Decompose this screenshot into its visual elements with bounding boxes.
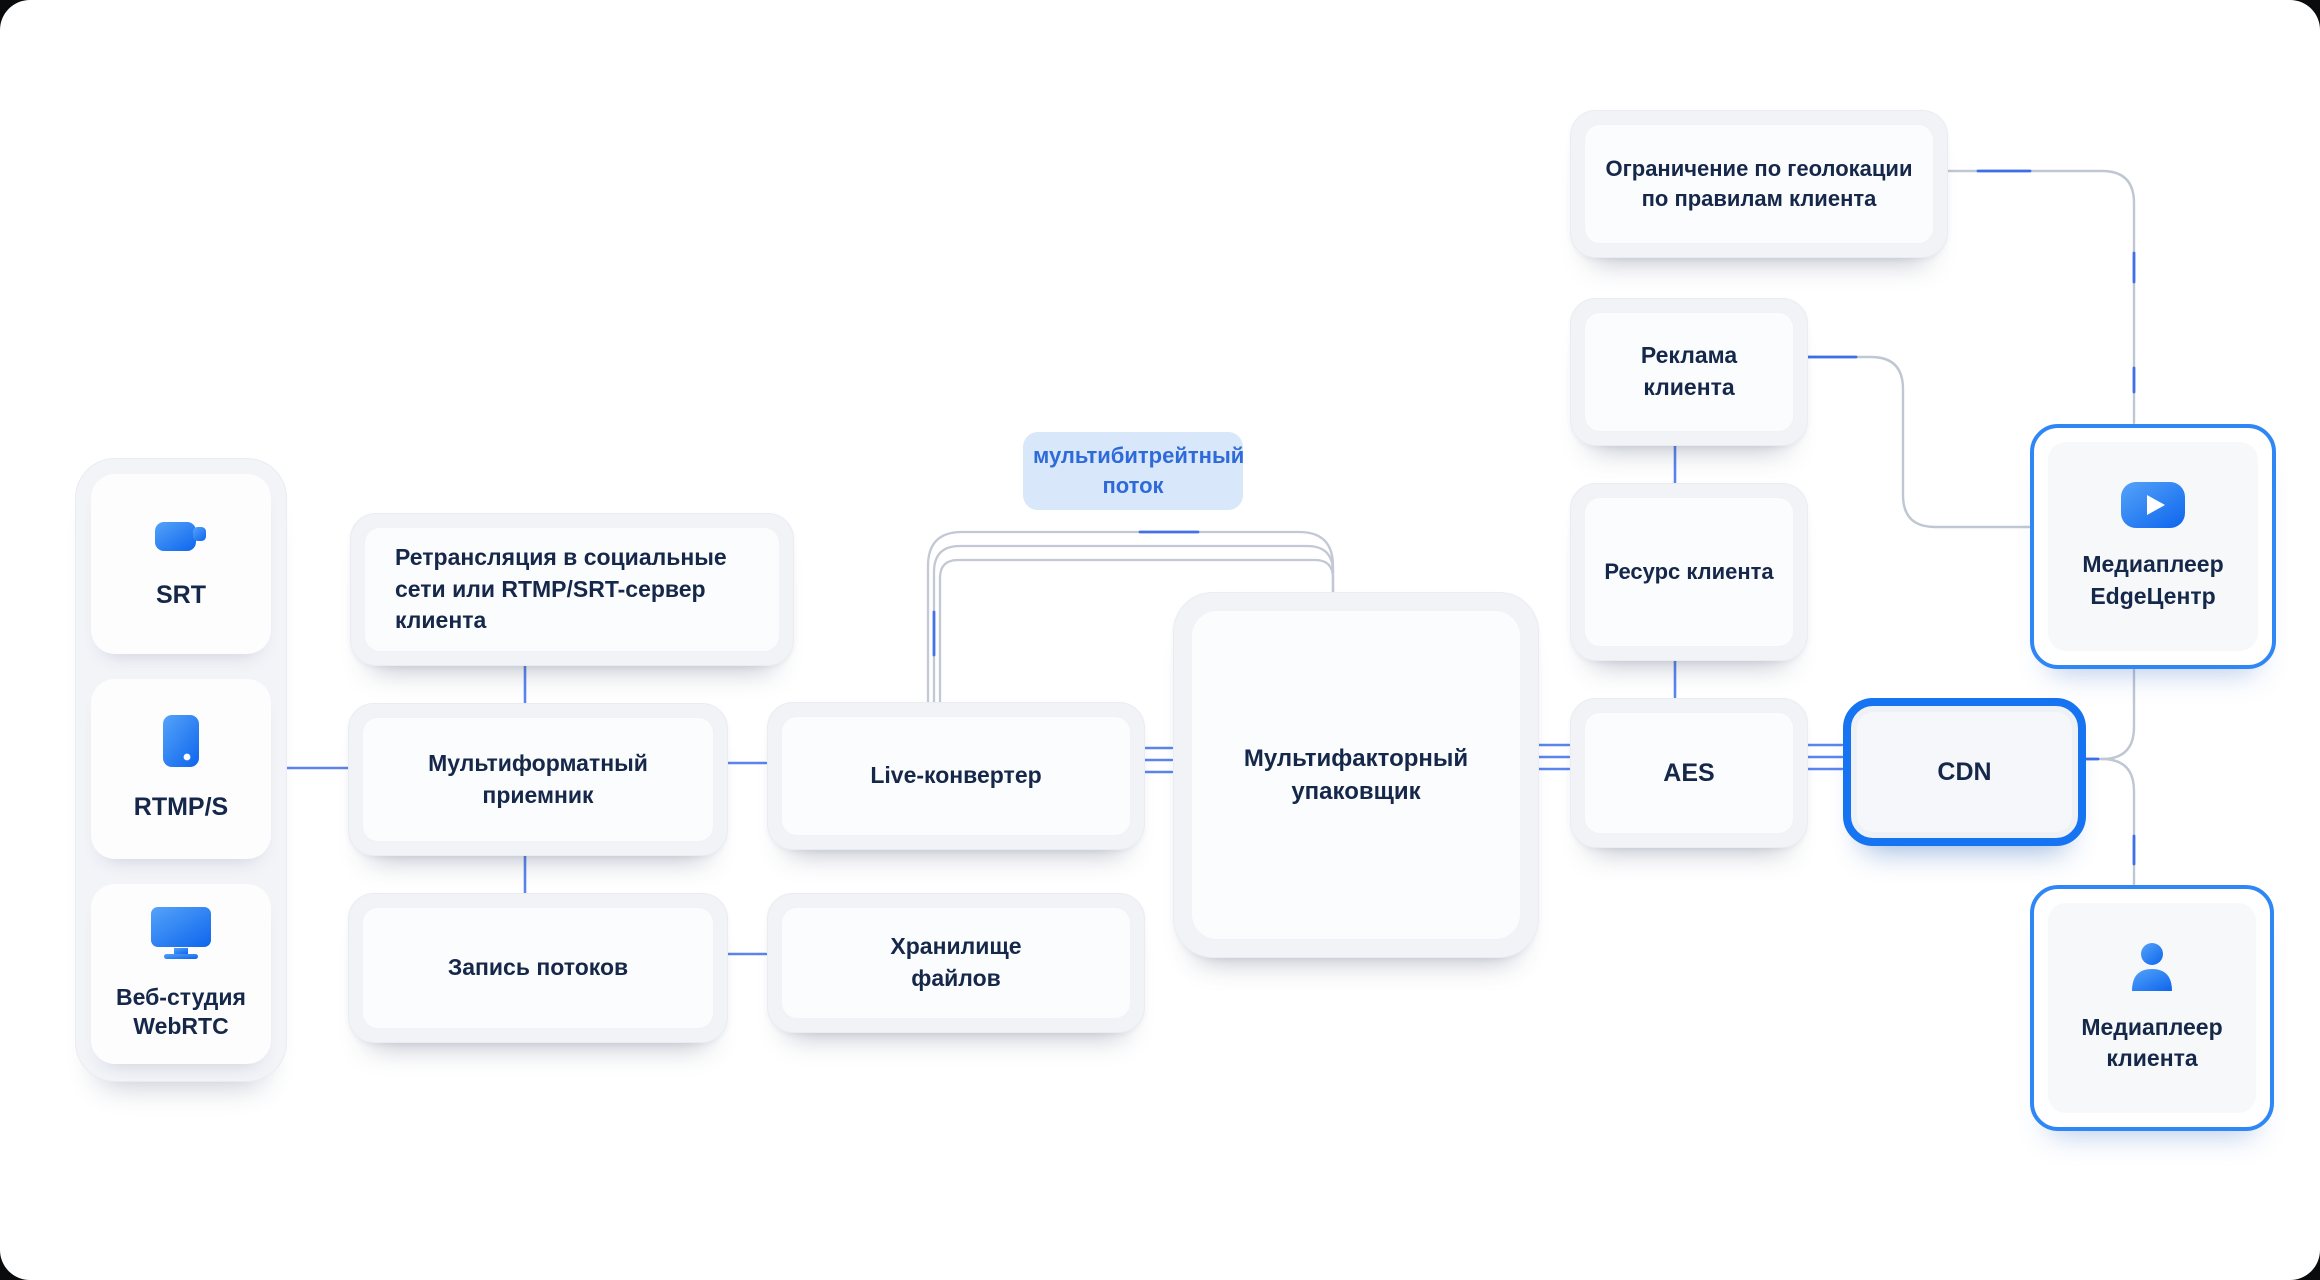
node-storage-label: Хранилище файлов xyxy=(890,933,1022,991)
node-aes-label: AES xyxy=(1663,758,1715,787)
smartphone-icon xyxy=(162,714,200,777)
ingest-sources-group: SRT RTMP/S Веб-студия WebRTC xyxy=(75,458,287,1082)
node-client-media-player: Медиаплеер клиента xyxy=(2030,885,2274,1131)
edge-geo-player xyxy=(1919,169,2136,425)
node-geo-label: Ограничение по геолокации по правилам кл… xyxy=(1605,155,1913,211)
node-relay-label: Ретрансляция в социальные сети или RTMP/… xyxy=(395,543,727,634)
client-player-label: Медиаплеер клиента xyxy=(2081,1013,2223,1072)
edge-bitrate-inner xyxy=(938,558,1335,704)
play-button-icon xyxy=(2120,481,2186,537)
node-client-resource: Ресурс клиента xyxy=(1570,483,1808,661)
node-stream-recording: Запись потоков xyxy=(348,893,728,1043)
edge-cdn-player-down xyxy=(2100,757,2136,886)
node-resource-label: Ресурс клиента xyxy=(1604,558,1774,584)
source-rtmps: RTMP/S xyxy=(91,679,271,859)
node-geo-restriction: Ограничение по геолокации по правилам кл… xyxy=(1570,110,1948,258)
node-converter-label: Live-конвертер xyxy=(870,762,1042,789)
multibitrate-stream-label: мультибитрейтный поток xyxy=(1033,443,1245,498)
node-aes: AES xyxy=(1570,698,1808,848)
node-cdn: CDN xyxy=(1843,698,2086,846)
monitor-icon xyxy=(150,906,212,969)
source-srt-label: SRT xyxy=(156,581,206,610)
node-multiformat-receiver: Мультиформатный приемник xyxy=(348,703,728,856)
source-webrtc: Веб-студия WebRTC xyxy=(91,884,271,1064)
edge-ads-player xyxy=(1779,355,2031,529)
node-multifactor-packager: Мультифакторный упаковщик xyxy=(1173,592,1539,958)
node-receiver-label: Мультиформатный приемник xyxy=(428,749,648,808)
node-packer-label: Мультифакторный упаковщик xyxy=(1243,744,1469,805)
node-record-label: Запись потоков xyxy=(447,954,629,981)
source-srt: SRT xyxy=(91,474,271,654)
node-relay: Ретрансляция в социальные сети или RTMP/… xyxy=(350,513,794,666)
node-client-ads: Реклама клиента xyxy=(1570,298,1808,446)
source-webrtc-label: Веб-студия WebRTC xyxy=(116,983,246,1040)
node-cdn-label: CDN xyxy=(1937,757,1992,786)
node-live-converter: Live-конвертер xyxy=(767,702,1145,850)
edge-bitrate-outer xyxy=(926,530,1335,704)
person-icon xyxy=(2126,942,2178,1000)
node-edge-media-player: Медиаплеер EdgeЦентр xyxy=(2030,424,2276,669)
edge-bitrate-mid xyxy=(932,544,1335,704)
video-camera-icon xyxy=(153,516,209,565)
node-file-storage: Хранилище файлов xyxy=(767,893,1145,1033)
multibitrate-stream-badge: мультибитрейтный поток xyxy=(1023,432,1245,510)
edge-player-label: Медиаплеер EdgeЦентр xyxy=(2082,551,2224,609)
node-ads-label: Реклама клиента xyxy=(1640,342,1738,400)
source-rtmps-label: RTMP/S xyxy=(133,793,229,822)
